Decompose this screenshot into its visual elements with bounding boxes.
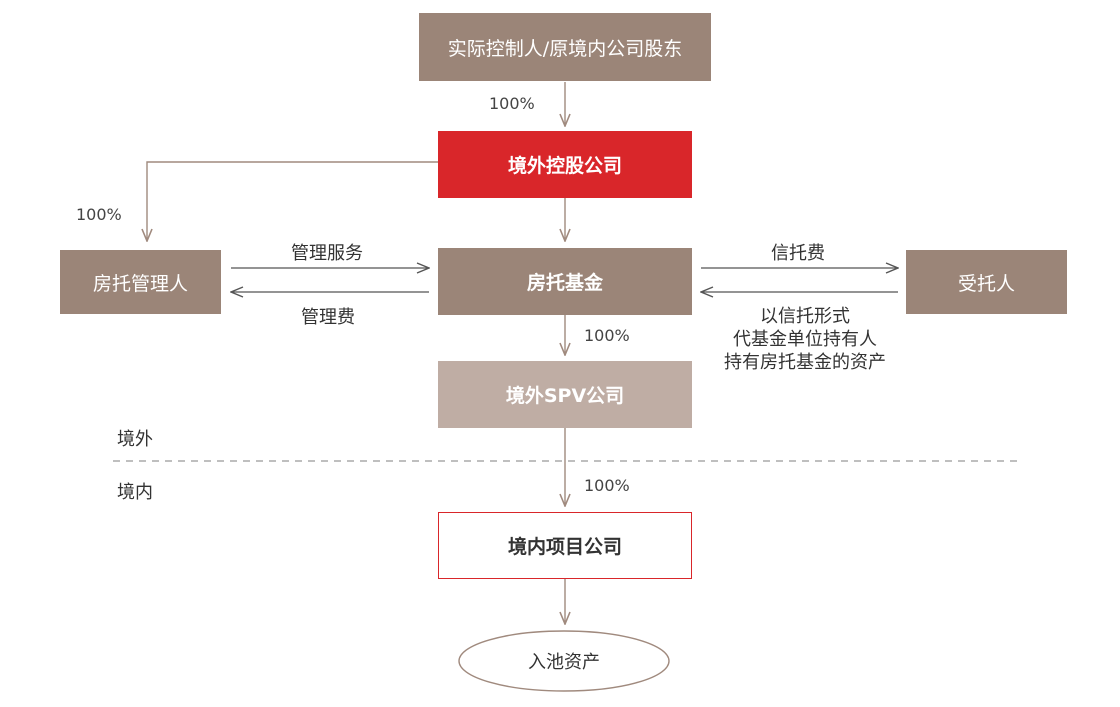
node-onshore-project: 境内项目公司: [438, 512, 692, 579]
node-trustee: 受托人: [906, 250, 1067, 314]
label-pct-fund-spv: 100%: [584, 326, 630, 345]
node-reit-fund: 房托基金: [438, 248, 692, 315]
label-pct-manager: 100%: [76, 205, 122, 224]
label-management-fee: 管理费: [301, 307, 355, 328]
trust-note: 以信托形式 代基金单位持有人 持有房托基金的资产: [700, 305, 910, 374]
node-reit-manager: 房托管理人: [60, 250, 221, 314]
node-controller-label: 实际控制人/原境内公司股东: [447, 37, 683, 60]
node-onshore-project-label: 境内项目公司: [507, 536, 622, 558]
node-pool-assets-label: 入池资产: [528, 652, 600, 673]
arrow-holding-to-manager: [147, 161, 438, 241]
node-controller: 实际控制人/原境内公司股东: [419, 13, 711, 81]
node-offshore-spv-label: 境外SPV公司: [505, 385, 625, 407]
node-offshore-holding-label: 境外控股公司: [507, 155, 622, 177]
node-reit-fund-label: 房托基金: [526, 272, 603, 294]
label-management-service: 管理服务: [291, 243, 363, 264]
label-pct-controller: 100%: [489, 94, 535, 113]
label-trust-fee: 信托费: [771, 243, 825, 264]
label-pct-spv-project: 100%: [584, 476, 630, 495]
node-reit-manager-label: 房托管理人: [92, 272, 188, 295]
label-offshore: 境外: [117, 429, 153, 450]
trust-note-line-3: 持有房托基金的资产: [724, 352, 886, 373]
label-onshore: 境内: [117, 482, 153, 503]
pool-assets-ellipse: [458, 630, 670, 692]
node-trustee-label: 受托人: [957, 272, 1015, 295]
trust-note-line-1: 以信托形式: [760, 306, 850, 327]
trust-note-line-2: 代基金单位持有人: [733, 329, 877, 350]
node-offshore-spv: 境外SPV公司: [438, 361, 692, 428]
node-offshore-holding: 境外控股公司: [438, 131, 692, 198]
node-pool-assets: 入池资产: [459, 631, 669, 691]
